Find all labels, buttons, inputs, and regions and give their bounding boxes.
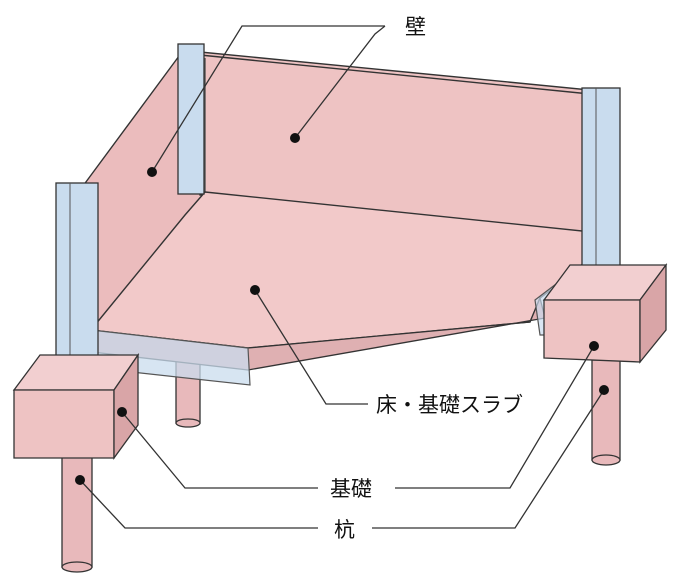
foundation-right-front [543,299,641,363]
leader-wall-2 [294,25,386,139]
leader-slab [254,289,368,405]
leader-foundation-right [395,345,595,489]
foundation-left-front [13,389,115,459]
column-right [581,87,621,289]
pile-front-left-end [61,561,93,573]
label-foundation: 基礎 [330,477,372,501]
leader-pile-right [372,389,605,529]
dot-wall-left [147,167,157,177]
foundation-right-side [639,263,667,364]
dot-pile-left [75,475,85,485]
pile-right-end [591,454,621,466]
column-back [177,43,205,195]
dot-foundation-left [117,407,127,417]
foundations [12,263,668,460]
label-pile: 杭 [334,518,355,542]
pile-right [591,359,621,461]
dot-wall-back [290,133,300,143]
label-wall: 壁 [405,15,426,39]
columns [55,43,621,384]
pile-back-left-end [175,418,201,428]
leader-wall-1 [151,25,385,173]
leader-foundation-left [121,411,318,489]
dot-pile-right [599,385,609,395]
leader-lines [79,25,605,529]
dot-foundation-right [589,341,599,351]
foundation-left-side [113,352,139,460]
wall-top-edge [199,54,591,95]
pile-front-left [61,454,93,568]
leader-pile-left [79,479,318,529]
column-left [55,182,99,384]
label-floor-slab: 床・基礎スラブ [376,393,523,417]
dot-slab [250,285,260,295]
leader-dots [75,133,609,485]
